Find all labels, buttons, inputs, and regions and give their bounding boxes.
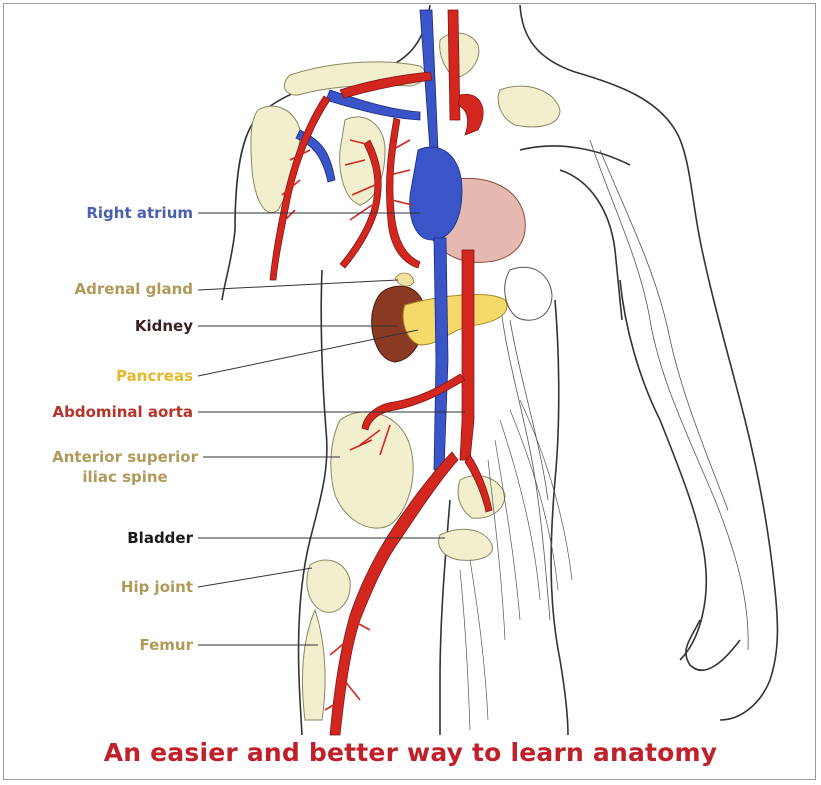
arteries	[270, 10, 492, 735]
leader-hip-joint	[198, 568, 312, 587]
label-pancreas: Pancreas	[116, 366, 193, 386]
label-femur: Femur	[139, 635, 193, 655]
label-anterior-superior-line2: iliac spine	[52, 467, 198, 487]
caption: An easier and better way to learn anatom…	[0, 738, 821, 767]
label-anterior-superior-iliac-spine: Anterior superior iliac spine	[52, 447, 198, 487]
label-anterior-superior-line1: Anterior superior	[52, 447, 198, 467]
label-abdominal-aorta: Abdominal aorta	[53, 402, 193, 422]
label-adrenal-gland: Adrenal gland	[75, 279, 194, 299]
label-kidney: Kidney	[135, 316, 193, 336]
left-kidney-outline	[505, 267, 552, 320]
label-right-atrium: Right atrium	[86, 203, 193, 223]
body-outline	[222, 5, 777, 735]
thigh-muscles	[460, 400, 572, 730]
label-bladder: Bladder	[127, 528, 193, 548]
label-hip-joint: Hip joint	[121, 577, 193, 597]
pancreas	[403, 295, 507, 345]
leader-adrenal-gland	[198, 280, 398, 290]
